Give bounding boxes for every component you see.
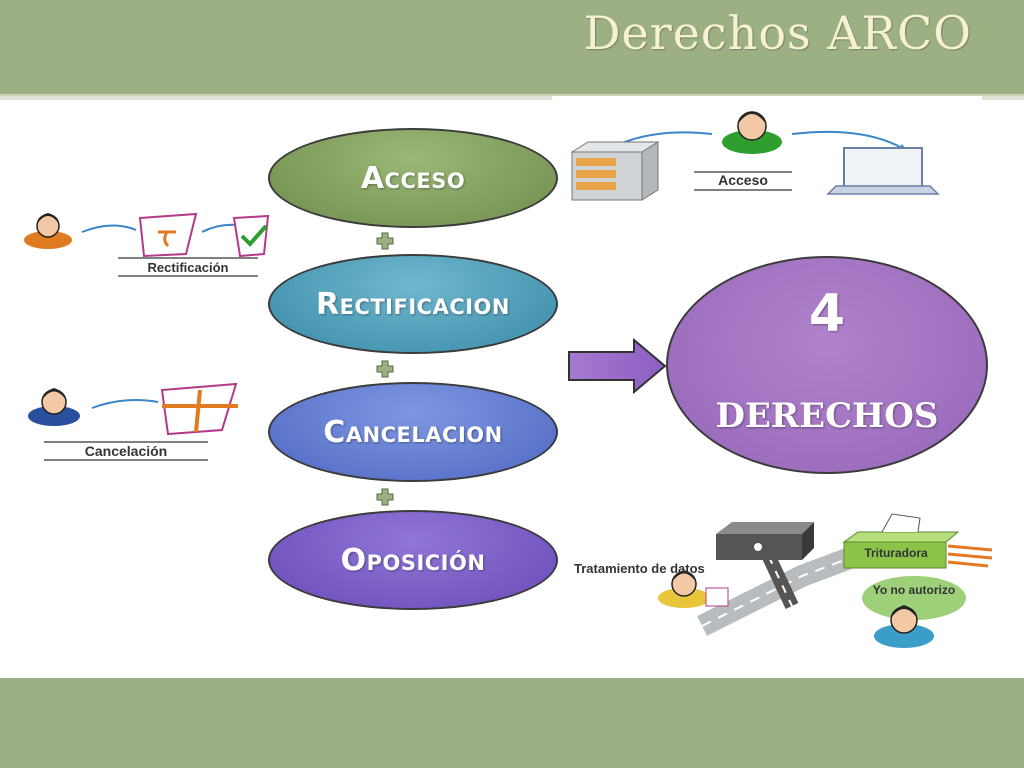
person-icon xyxy=(28,388,80,426)
cancelacion-caption: Cancelación xyxy=(84,443,168,459)
result-circle: 4 DERECHOS xyxy=(666,256,988,474)
result-word: DERECHOS xyxy=(715,396,939,436)
acceso-caption: Acceso xyxy=(718,172,768,188)
page-title: Derechos ARCO xyxy=(583,6,972,60)
file-cabinet-icon xyxy=(570,141,660,201)
right-cancelacion-label: Cancelacion xyxy=(323,414,503,450)
oposicion-illustration: Tratamiento de datos Trituradora Yo no a… xyxy=(552,506,1002,652)
right-rectificacion: Rectificacion xyxy=(268,254,558,354)
cancelacion-illustration: Cancelación xyxy=(12,372,270,472)
document-icon xyxy=(138,212,198,258)
plus-icon xyxy=(376,360,394,378)
right-oposicion: Oposición xyxy=(268,510,558,610)
person-icon xyxy=(658,570,729,608)
right-rectificacion-label: Rectificacion xyxy=(316,286,510,322)
person-icon xyxy=(874,605,934,648)
footer-band xyxy=(0,678,1024,768)
arrow-icon xyxy=(91,399,159,409)
trituradora-label: Trituradora xyxy=(864,546,928,560)
arrow-icon xyxy=(81,224,137,233)
tratamiento-label: Tratamiento de datos xyxy=(574,561,705,576)
arrow-right-icon xyxy=(791,130,903,149)
plus-icon xyxy=(376,488,394,506)
no-autorizo-label: Yo no autorizo xyxy=(872,583,956,597)
right-acceso: Acceso xyxy=(268,128,558,228)
arrow-right-icon xyxy=(568,338,667,394)
checked-document-icon xyxy=(232,214,270,258)
person-icon xyxy=(24,213,72,249)
plus-icon xyxy=(376,232,394,250)
header-band xyxy=(0,0,1024,100)
result-number: 4 xyxy=(808,284,846,344)
shredder-icon xyxy=(842,513,993,569)
acceso-illustration: Acceso xyxy=(552,96,982,208)
right-cancelacion: Cancelacion xyxy=(268,382,558,482)
right-acceso-label: Acceso xyxy=(360,160,466,196)
person-icon xyxy=(722,111,782,154)
laptop-icon xyxy=(826,147,940,195)
rectificacion-caption: Rectificación xyxy=(147,260,229,275)
safe-box-icon xyxy=(716,522,814,560)
cancelled-document-icon xyxy=(160,382,238,436)
right-oposicion-label: Oposición xyxy=(340,542,486,578)
rectificacion-illustration: Rectificación xyxy=(12,196,270,282)
cloud-icon xyxy=(862,576,966,620)
